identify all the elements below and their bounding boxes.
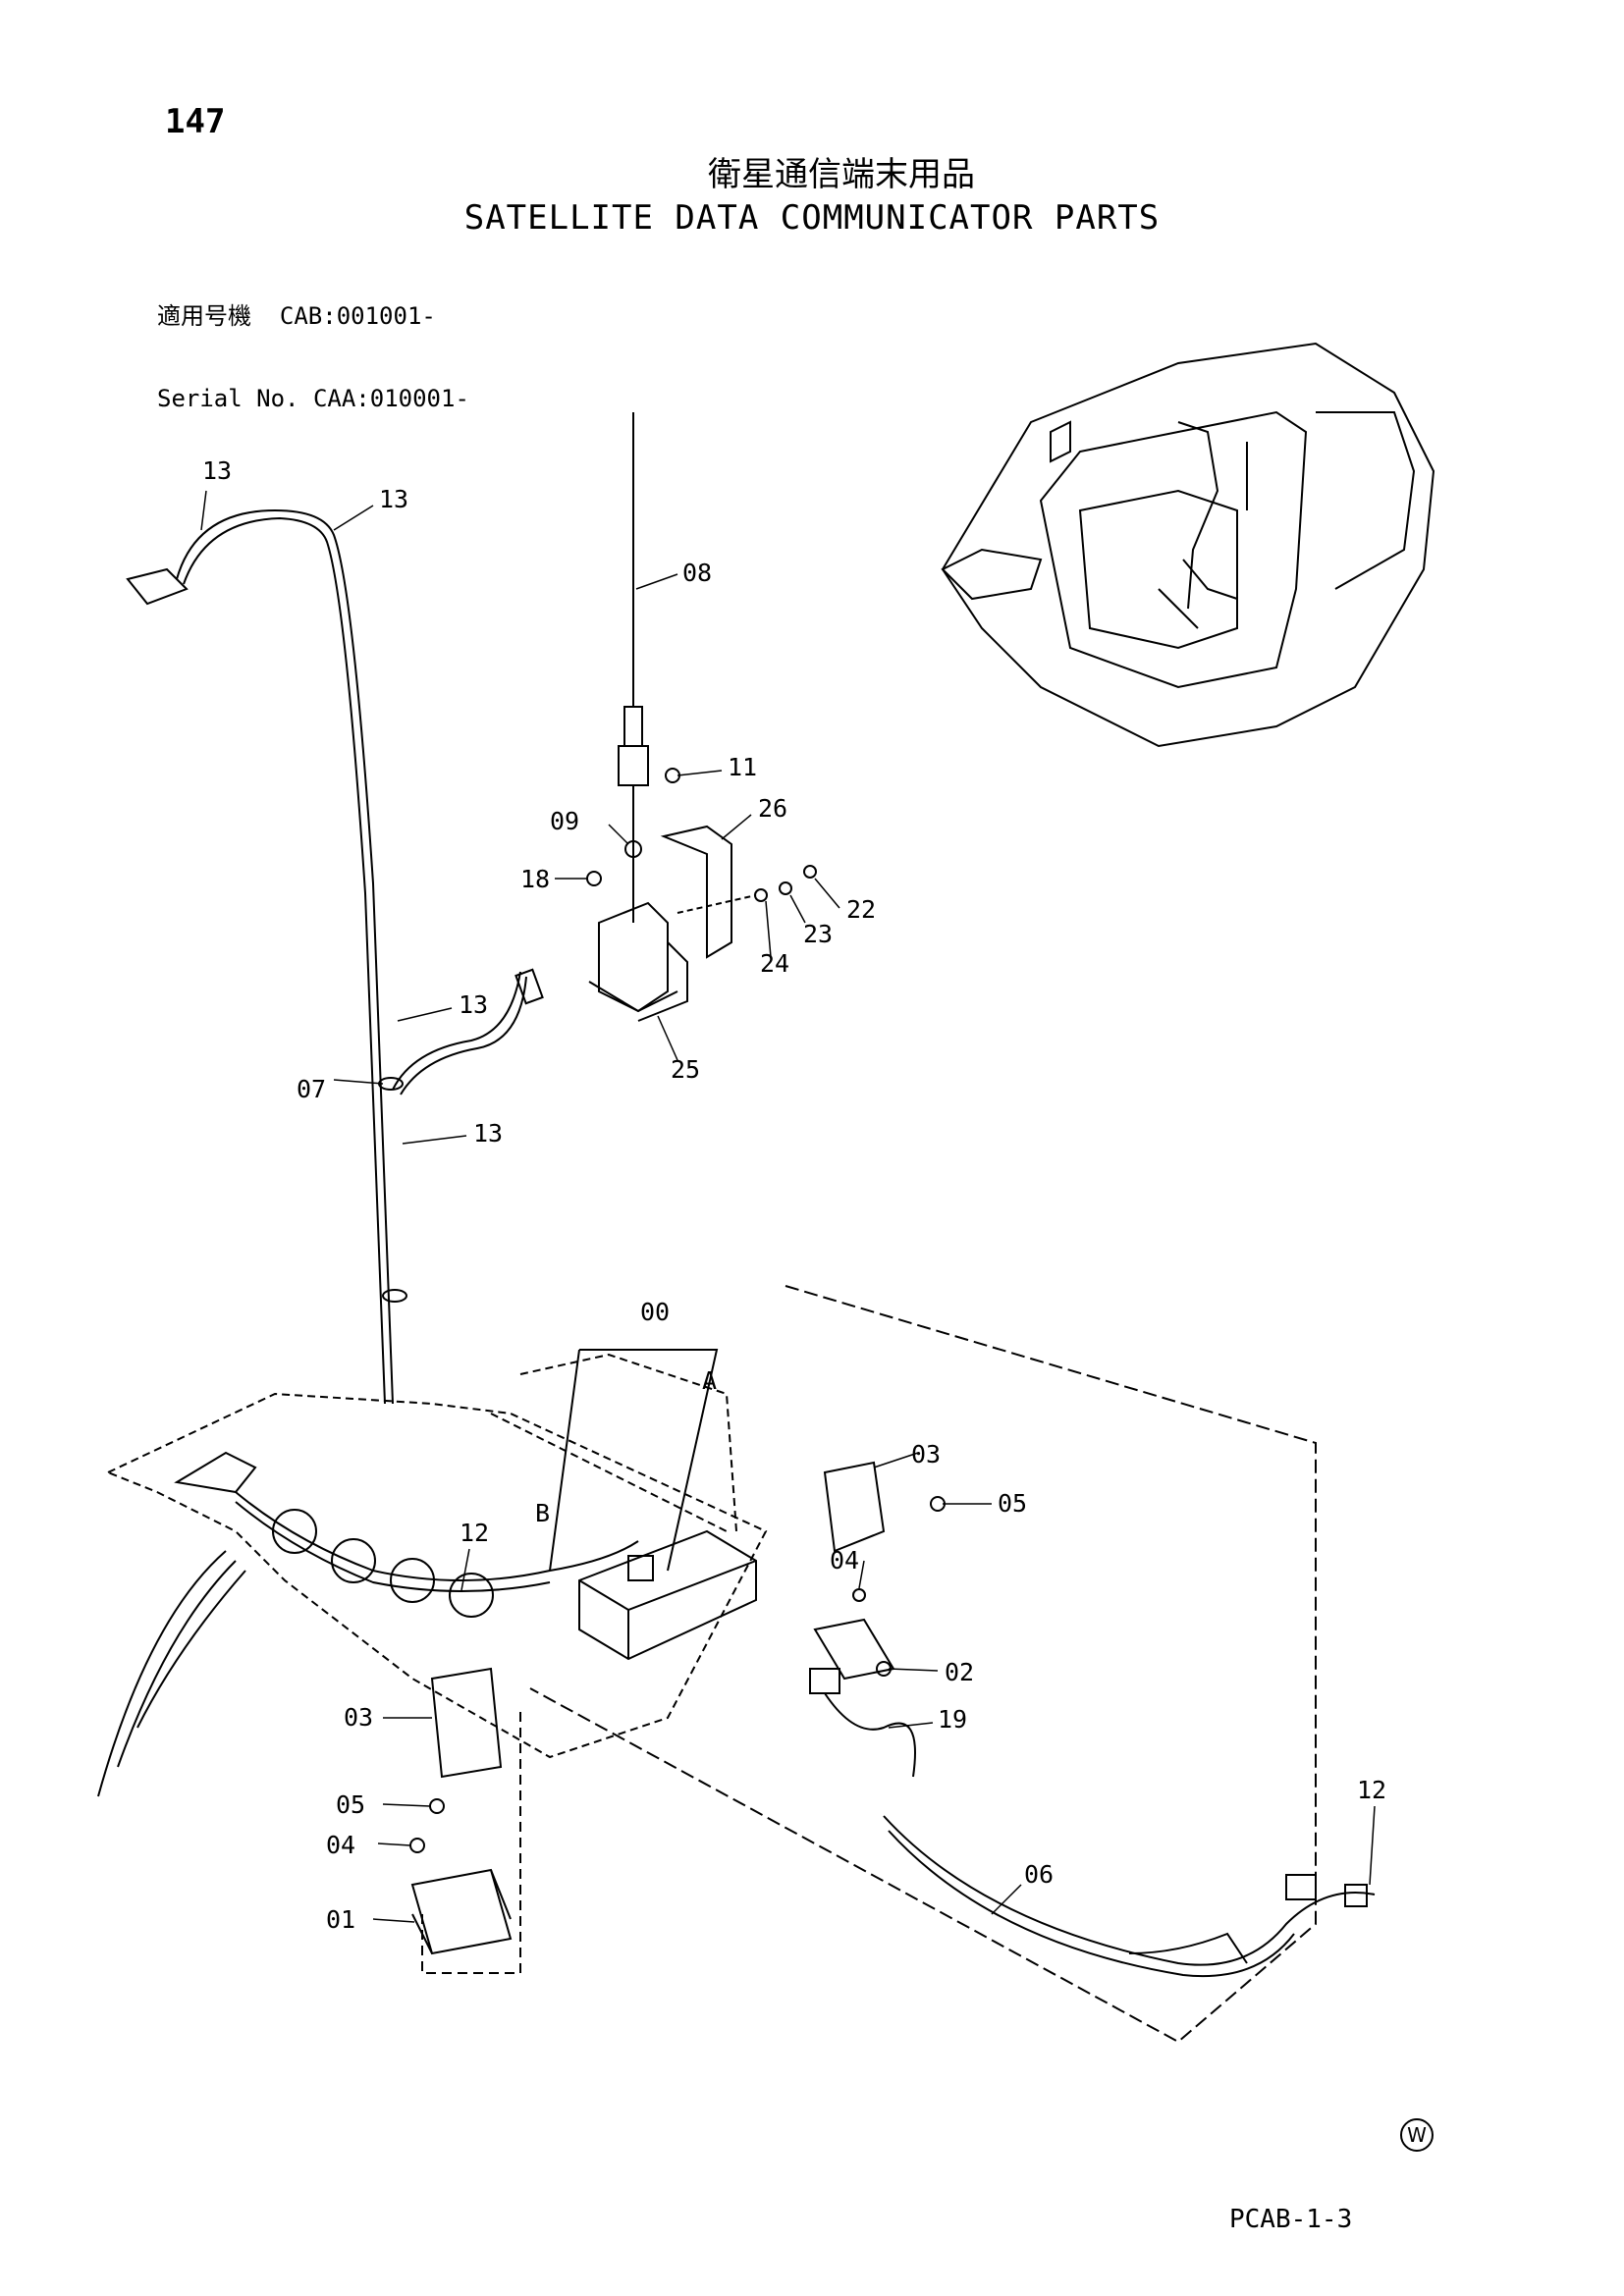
title-japanese: 衛星通信端末用品 <box>708 155 975 194</box>
callout-13-c: 13 <box>459 990 488 1019</box>
washer-23 <box>779 881 792 895</box>
callout-A: A <box>702 1366 717 1395</box>
callout-23: 23 <box>803 920 833 948</box>
bracket-01 <box>410 1868 513 1955</box>
callout-05-b: 05 <box>336 1790 365 1819</box>
callout-25: 25 <box>671 1055 700 1084</box>
callout-B: B <box>535 1499 550 1527</box>
callout-26: 26 <box>758 794 787 823</box>
screw-11 <box>665 768 680 783</box>
callout-05-a: 05 <box>998 1489 1027 1518</box>
callout-00: 00 <box>640 1298 670 1326</box>
callout-12-b: 12 <box>1357 1776 1386 1804</box>
callout-03-b: 03 <box>344 1703 373 1732</box>
callout-08: 08 <box>682 559 712 587</box>
page-code: PCAB-1-3 <box>1229 2205 1353 2234</box>
floor-plate <box>105 1392 768 1759</box>
callout-01: 01 <box>326 1905 355 1934</box>
cab-overview-illustration <box>941 342 1435 748</box>
w-mark-icon: W <box>1400 2118 1434 2152</box>
callout-22: 22 <box>846 895 876 924</box>
callout-12-a: 12 <box>460 1519 489 1547</box>
serial-label-jp: 適用号機 <box>157 302 251 330</box>
bolt-18 <box>586 871 602 886</box>
gps-antenna-connector <box>126 567 189 606</box>
callout-07: 07 <box>297 1075 326 1103</box>
callout-03-a: 03 <box>911 1440 941 1468</box>
serial-value-2: CAA:010001- <box>312 385 469 412</box>
serial-label-en: Serial No. <box>157 385 299 412</box>
bracket-03-lower <box>430 1667 503 1779</box>
screw-22 <box>803 865 817 879</box>
callout-24: 24 <box>760 949 789 978</box>
callout-19: 19 <box>938 1705 967 1734</box>
communicator-unit-00 <box>578 1529 757 1661</box>
nut-09 <box>624 840 642 858</box>
antenna-base <box>623 706 643 747</box>
mount-25 <box>598 901 669 1013</box>
callout-04-a: 04 <box>830 1546 859 1575</box>
callout-13-d: 13 <box>473 1119 503 1148</box>
callout-04-b: 04 <box>326 1831 355 1859</box>
washer-24 <box>754 888 768 902</box>
serial-value-1: CAB:001001- <box>279 302 436 330</box>
serial-info: 適用号機 CAB:001001- Serial No. CAA:010001- <box>157 247 469 440</box>
callout-11: 11 <box>728 753 757 781</box>
bracket-03-upper <box>823 1461 886 1553</box>
callout-13-a: 13 <box>202 456 232 485</box>
harness-06 <box>883 1815 1376 1966</box>
bracket-26 <box>660 825 732 959</box>
callout-13-b: 13 <box>379 485 408 513</box>
page-number: 147 <box>165 102 226 141</box>
callout-18: 18 <box>520 865 550 893</box>
title-english: SATELLITE DATA COMMUNICATOR PARTS <box>463 198 1161 238</box>
callout-06: 06 <box>1024 1860 1054 1889</box>
callout-02: 02 <box>945 1658 974 1686</box>
callout-09: 09 <box>550 807 579 835</box>
